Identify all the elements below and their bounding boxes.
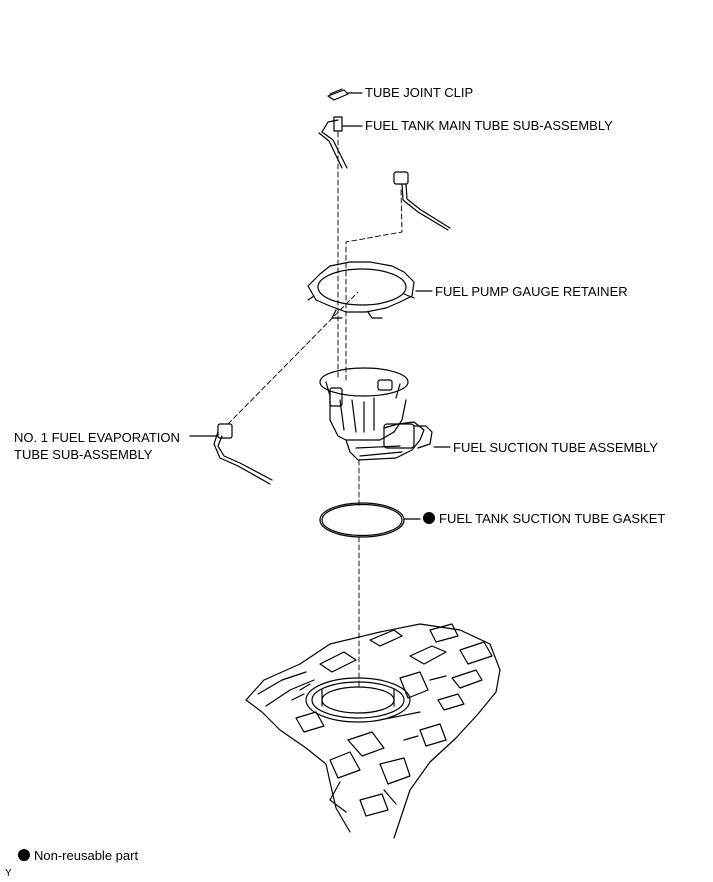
label-evap-tube-line1: NO. 1 FUEL EVAPORATION <box>14 430 180 445</box>
label-gasket: FUEL TANK SUCTION TUBE GASKET <box>423 511 665 527</box>
evap-tube-drawing <box>189 291 359 485</box>
non-reusable-dot-icon <box>18 849 30 861</box>
main-tube-drawing <box>318 116 363 381</box>
gasket-drawing <box>319 502 421 687</box>
upper-tube-drawing <box>345 171 451 381</box>
legend-non-reusable-text: Non-reusable part <box>34 848 139 863</box>
label-evap-tube-line2: TUBE SUB-ASSEMBLY <box>14 447 153 462</box>
label-retainer: FUEL PUMP GAUGE RETAINER <box>435 284 628 299</box>
legend-non-reusable: Non-reusable part <box>18 848 138 864</box>
label-tube-joint-clip: TUBE JOINT CLIP <box>365 85 474 100</box>
corner-code: Y <box>5 868 12 879</box>
suction-tube-assembly-drawing <box>319 367 451 506</box>
non-reusable-dot-icon <box>423 512 435 524</box>
tube-joint-clip-drawing <box>327 88 363 101</box>
fuel-tank-drawing <box>245 623 501 839</box>
retainer-drawing <box>307 261 433 319</box>
label-main-tube: FUEL TANK MAIN TUBE SUB-ASSEMBLY <box>365 118 613 133</box>
label-gasket-text: FUEL TANK SUCTION TUBE GASKET <box>439 511 666 526</box>
label-suction-tube: FUEL SUCTION TUBE ASSEMBLY <box>453 440 658 455</box>
